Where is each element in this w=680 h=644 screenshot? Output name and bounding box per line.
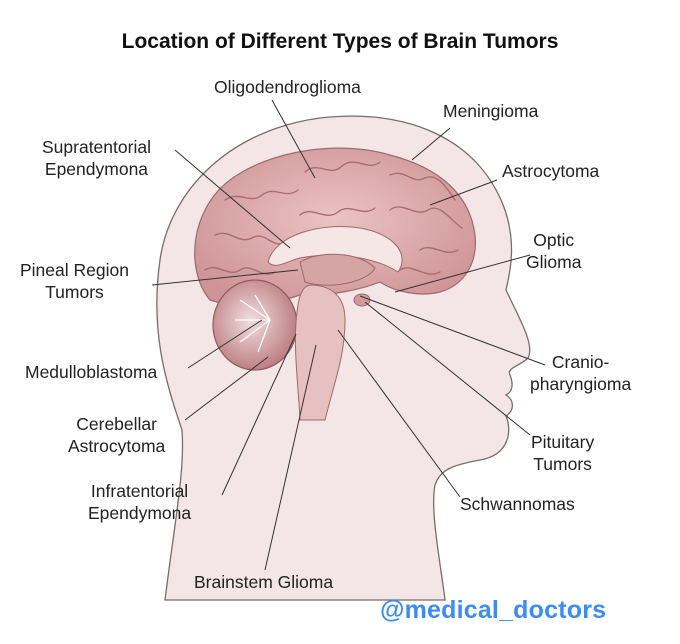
leader-supratentorial <box>174 149 291 249</box>
label-astrocytoma: Astrocytoma <box>502 161 600 181</box>
label-medulloblastoma: Medulloblastoma <box>25 362 158 382</box>
leader-infratentorial <box>221 333 297 496</box>
label-pituitary-tumors: Pituitary Tumors <box>531 432 595 474</box>
leader-schwannomas <box>337 329 461 498</box>
arbor-vitae <box>235 294 271 353</box>
label-craniopharyngioma: Cranio- pharyngioma <box>530 352 632 394</box>
leader-meningioma <box>411 127 451 161</box>
label-pineal-region-tumors: Pineal Region Tumors <box>20 260 129 302</box>
leader-brainstem <box>264 344 317 571</box>
leader-lines <box>151 99 546 571</box>
label-meningioma: Meningioma <box>443 101 539 121</box>
corpus-callosum <box>267 226 403 273</box>
diagram-title: Location of Different Types of Brain Tum… <box>121 30 559 53</box>
label-supratentorial-ependymona: Supratentorial Ependymona <box>42 137 151 179</box>
leader-medulloblastoma <box>187 319 263 369</box>
label-cerebellar-astrocytoma: Cerebellar Astrocytoma <box>68 414 166 456</box>
leader-cerebellar <box>184 356 269 421</box>
brainstem <box>294 284 346 421</box>
leader-craniopharyngioma <box>359 295 546 366</box>
label-infratentorial-ependymona: Infratentorial Ependymona <box>88 481 192 523</box>
leader-pineal <box>151 269 299 286</box>
gyri-folds <box>204 161 463 275</box>
label-schwannomas: Schwannomas <box>460 494 575 514</box>
label-optic-glioma: Optic Glioma <box>526 230 582 272</box>
leader-oligodendroglioma <box>271 99 316 179</box>
leader-pituitary <box>364 301 531 436</box>
leader-optic-glioma <box>394 254 531 293</box>
thalamus <box>299 253 376 286</box>
watermark-handle: @medical_doctors <box>380 596 607 624</box>
label-oligodendroglioma: Oligodendroglioma <box>214 77 361 97</box>
leader-astrocytoma <box>429 179 498 206</box>
label-brainstem-glioma: Brainstem Glioma <box>194 572 334 592</box>
